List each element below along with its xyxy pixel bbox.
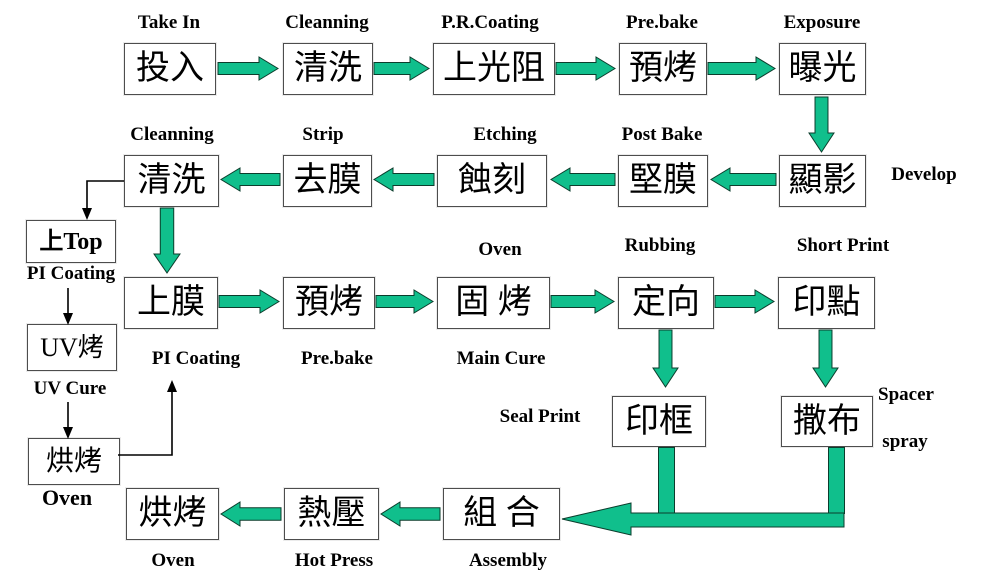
node-etching: 蝕刻 [437,155,547,207]
label-take-in: Take In [137,12,201,33]
node-prebake-2: 預烤 [283,277,375,329]
node-post-bake: 堅膜 [618,155,708,207]
arrow-assembly-to-hot-press [380,501,441,527]
label-develop: Develop [891,164,957,185]
label-seal-print: Seal Print [499,406,581,427]
arrow-main-cure-to-rubbing [550,289,615,314]
node-oven-bottom: 烘烤 [126,488,219,540]
label-main-cure-oven: Oven [478,239,522,260]
arrow-rubbing-to-seal-print [652,329,679,388]
label-oven-bottom: Oven [151,550,195,571]
label-cleaning-1: Cleanning [285,12,369,33]
node-cleaning-1: 清洗 [283,43,373,95]
node-prebake-1: 預烤 [619,43,707,95]
node-rubbing: 定向 [618,277,714,329]
arrow-prebake-to-main-cure [375,289,434,314]
node-hot-press: 熱壓 [284,488,379,540]
label-strip: Strip [302,124,344,145]
arrow-cleaning-to-pi-coating [153,207,181,274]
node-cleaning-2: 清洗 [124,155,219,207]
node-uv-bake: UV烤 [27,324,117,371]
node-assembly: 組 合 [443,488,560,540]
arrow-prebake-to-exposure [707,56,776,81]
label-prebake-1: Pre.bake [626,12,698,33]
node-seal-print: 印框 [612,396,706,447]
label-spacer-line1: Spacer [878,384,934,405]
label-uv-cure: UV Cure [33,378,107,399]
node-take-in: 投入 [124,43,216,95]
arrow-post-bake-to-etching [550,167,616,192]
connector-oven-return-to-pi-coating [118,380,177,456]
node-exposure: 曝光 [779,43,866,95]
arrow-strip-to-cleaning [220,167,281,192]
label-oven-left: Oven [41,485,93,510]
arrow-rubbing-to-short-print [714,289,775,314]
label-assembly: Assembly [468,550,548,571]
arrow-hot-press-to-oven [220,501,282,527]
connector-pi-coating-to-uv-bake [63,288,73,325]
connector-uv-cure-to-oven [63,402,73,439]
label-etching: Etching [473,124,537,145]
label-short-print: Short Print [796,235,890,256]
arrow-short-print-to-spacer [812,329,839,388]
arrow-etching-to-strip [373,167,435,192]
node-spacer-spray: 撒布 [781,396,873,447]
label-pi-coating: PI Coating [151,348,241,369]
arrow-take-in-to-cleaning [217,56,279,81]
arrow-cleaning-to-pr-coating [373,56,430,81]
label-pr-coating: P.R.Coating [441,12,539,33]
label-main-cure: Main Cure [456,348,546,369]
arrow-merge-to-assembly [561,502,845,536]
arrow-exposure-to-develop [808,96,835,153]
node-short-print: 印點 [778,277,875,329]
arrow-pi-coating-to-prebake [218,289,280,314]
node-main-cure: 固 烤 [437,277,550,329]
label-exposure: Exposure [783,12,861,33]
label-cleaning-2: Cleanning [130,124,214,145]
label-hot-press: Hot Press [294,550,374,571]
node-top-plate: 上Top [26,220,116,263]
node-pr-coating: 上光阻 [433,43,555,95]
node-develop: 顯影 [779,155,866,207]
arrow-pr-coating-to-prebake [555,56,616,81]
label-rubbing: Rubbing [624,235,696,256]
label-post-bake: Post Bake [621,124,703,145]
node-oven-left: 烘烤 [28,438,120,485]
arrow-develop-to-post-bake [710,167,777,192]
label-top-plate-pi-coating: PI Coating [26,263,116,284]
connector-cleaning-to-top-plate [82,180,124,220]
node-strip: 去膜 [283,155,372,207]
label-spacer-line2: spray [882,431,928,452]
node-pi-coating: 上膜 [124,277,218,329]
label-prebake-2: Pre.bake [301,348,373,369]
